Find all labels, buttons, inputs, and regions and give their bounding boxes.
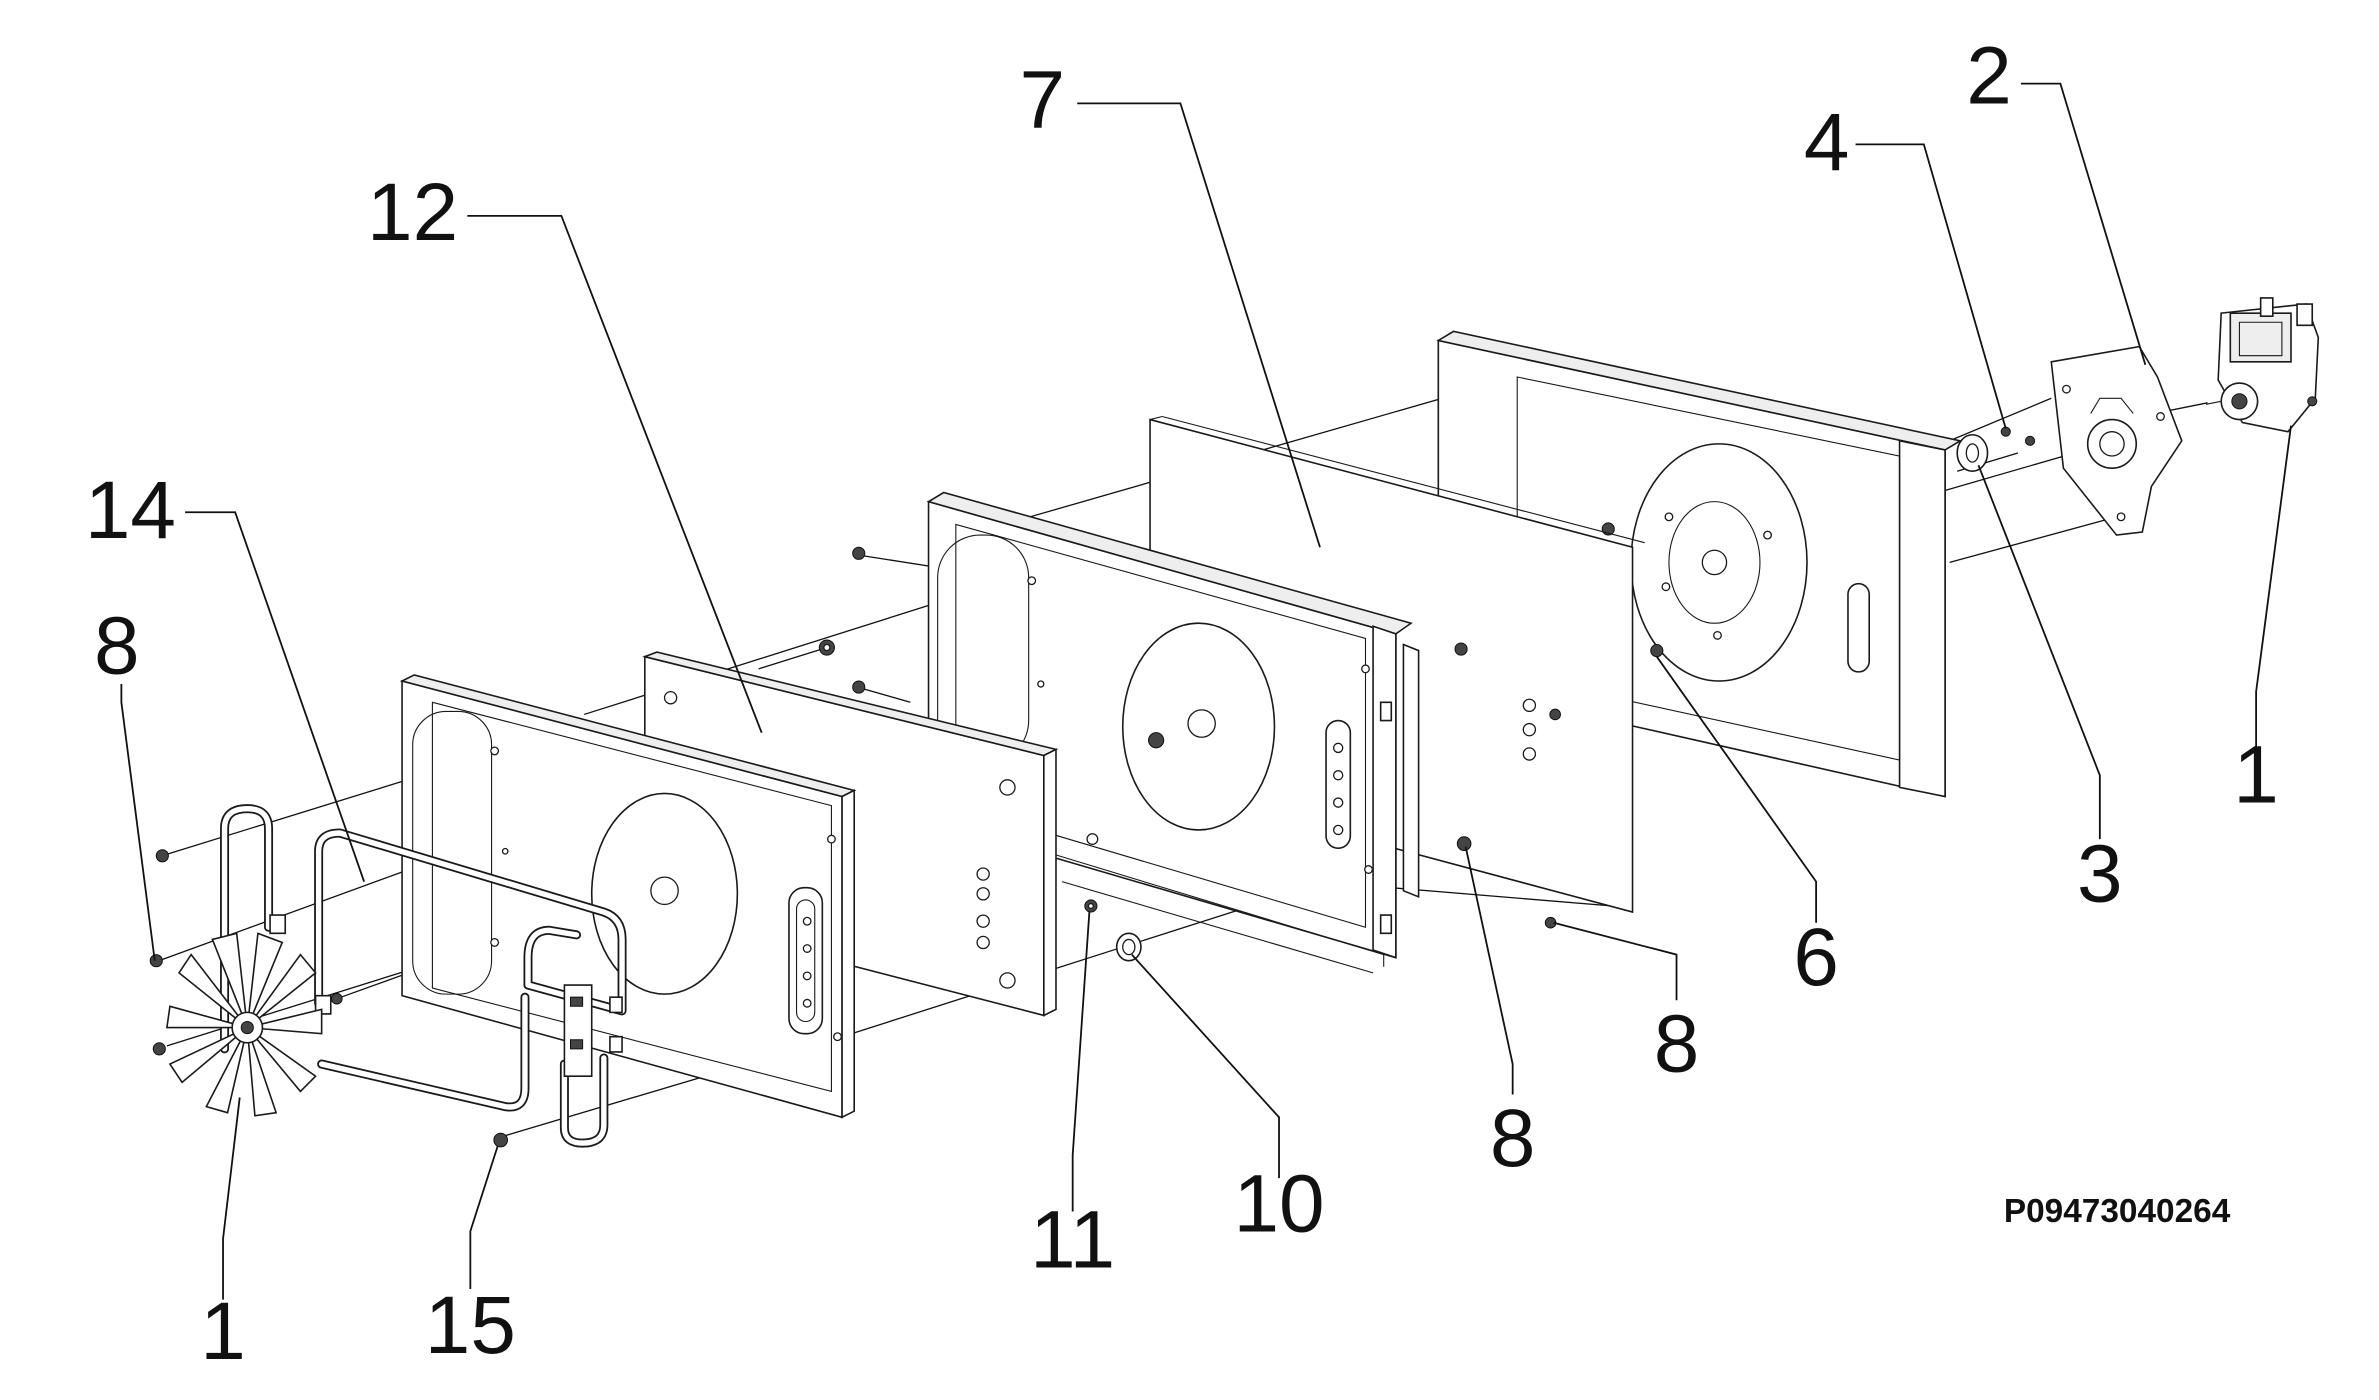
fan-motor	[2206, 298, 2318, 432]
callout-3: 3	[2077, 828, 2123, 919]
callout-15: 15	[425, 1280, 516, 1371]
callout-12: 12	[367, 167, 458, 258]
callout-8-right: 8	[1654, 999, 1700, 1090]
callout-11: 11	[1030, 1195, 1115, 1286]
callout-2: 2	[1966, 30, 2012, 121]
callout-1-right: 1	[2233, 730, 2279, 821]
grommet-10	[1117, 933, 1141, 960]
screws-4	[2001, 427, 2034, 445]
screw-15	[494, 1133, 508, 1147]
heating-element	[225, 809, 623, 1143]
motor-bracket-plate	[2051, 347, 2181, 535]
callout-14: 14	[85, 465, 176, 556]
front-cavity-panel	[402, 675, 854, 1117]
drawing-code: P09473040264	[2004, 1193, 2231, 1230]
callout-8-middle: 8	[1490, 1093, 1536, 1184]
left-screws	[150, 850, 342, 1055]
callout-4: 4	[1804, 97, 1850, 188]
side-bracket-strip	[1381, 643, 1561, 933]
seal-ring-3	[1957, 435, 1987, 471]
callout-1-left: 1	[200, 1286, 246, 1377]
leader-lines	[121, 84, 2291, 1300]
callout-10: 10	[1233, 1158, 1324, 1249]
callout-8-left: 8	[94, 600, 140, 691]
washer-11	[1085, 900, 1097, 912]
callout-7: 7	[1020, 55, 1066, 146]
callout-6: 6	[1793, 912, 1839, 1003]
callout-labels: 7 12 14 8 4 2 3 1 6 8 8 10 11 15 1	[85, 30, 2279, 1377]
fan-blade	[167, 933, 322, 1115]
